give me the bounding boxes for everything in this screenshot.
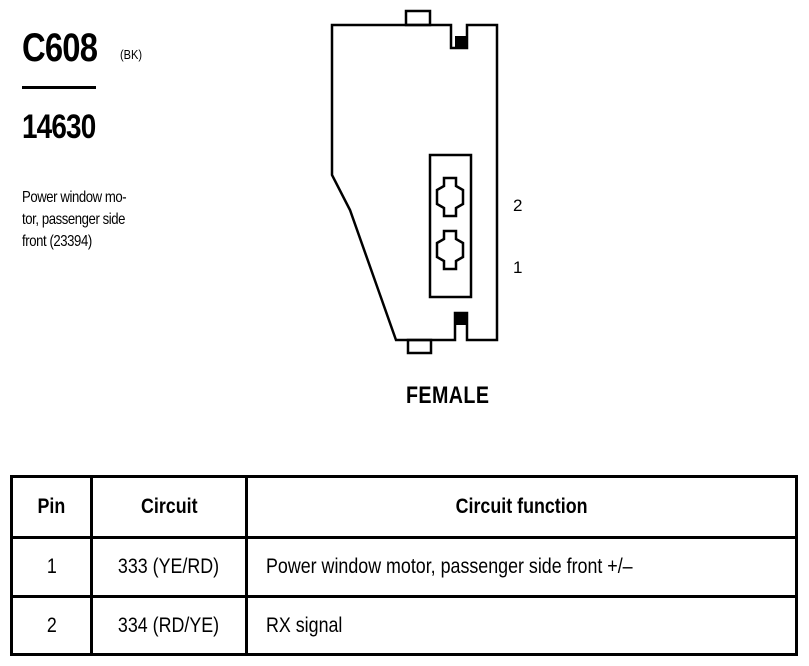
- connector-id: C608: [22, 26, 98, 70]
- top-notch: [455, 36, 467, 48]
- view-label: FEMALE: [406, 382, 490, 409]
- part-number: 14630: [22, 108, 96, 146]
- description-line: Power window mo-: [22, 189, 127, 206]
- pin-cavity-block: [428, 153, 473, 299]
- function-cell: Power window motor, passenger side front…: [245, 536, 798, 598]
- header-circuit: Circuit: [90, 475, 248, 539]
- top-tab: [404, 9, 432, 27]
- title-rule: [22, 86, 96, 89]
- pin-label-2: 2: [513, 196, 523, 215]
- circuit-cell: 333 (YE/RD): [90, 536, 248, 598]
- pin-2-cavity: [435, 176, 465, 218]
- connector-color: (BK): [120, 47, 143, 62]
- table-row: 1 333 (YE/RD) Power window motor, passen…: [10, 536, 798, 598]
- bottom-tab: [406, 338, 433, 355]
- pin-1-cavity: [435, 229, 465, 271]
- connector-description: Power window mo- tor, passenger side fro…: [22, 187, 161, 253]
- connector-diagram: [330, 9, 499, 355]
- pin-table: Pin Circuit Circuit function 1 333 (YE/R…: [10, 475, 798, 656]
- pin-cell: 1: [10, 536, 93, 598]
- table-header-row: Pin Circuit Circuit function: [10, 475, 798, 539]
- description-line: front (23394): [22, 233, 92, 250]
- circuit-cell: 334 (RD/YE): [90, 595, 248, 656]
- bottom-notch: [455, 313, 467, 325]
- description-line: tor, passenger side: [22, 211, 126, 228]
- pin-cell: 2: [10, 595, 93, 656]
- table-row: 2 334 (RD/YE) RX signal: [10, 595, 798, 656]
- pin-label-1: 1: [513, 258, 523, 277]
- function-cell: RX signal: [245, 595, 798, 656]
- header-function: Circuit function: [245, 475, 798, 539]
- header-pin: Pin: [10, 475, 93, 539]
